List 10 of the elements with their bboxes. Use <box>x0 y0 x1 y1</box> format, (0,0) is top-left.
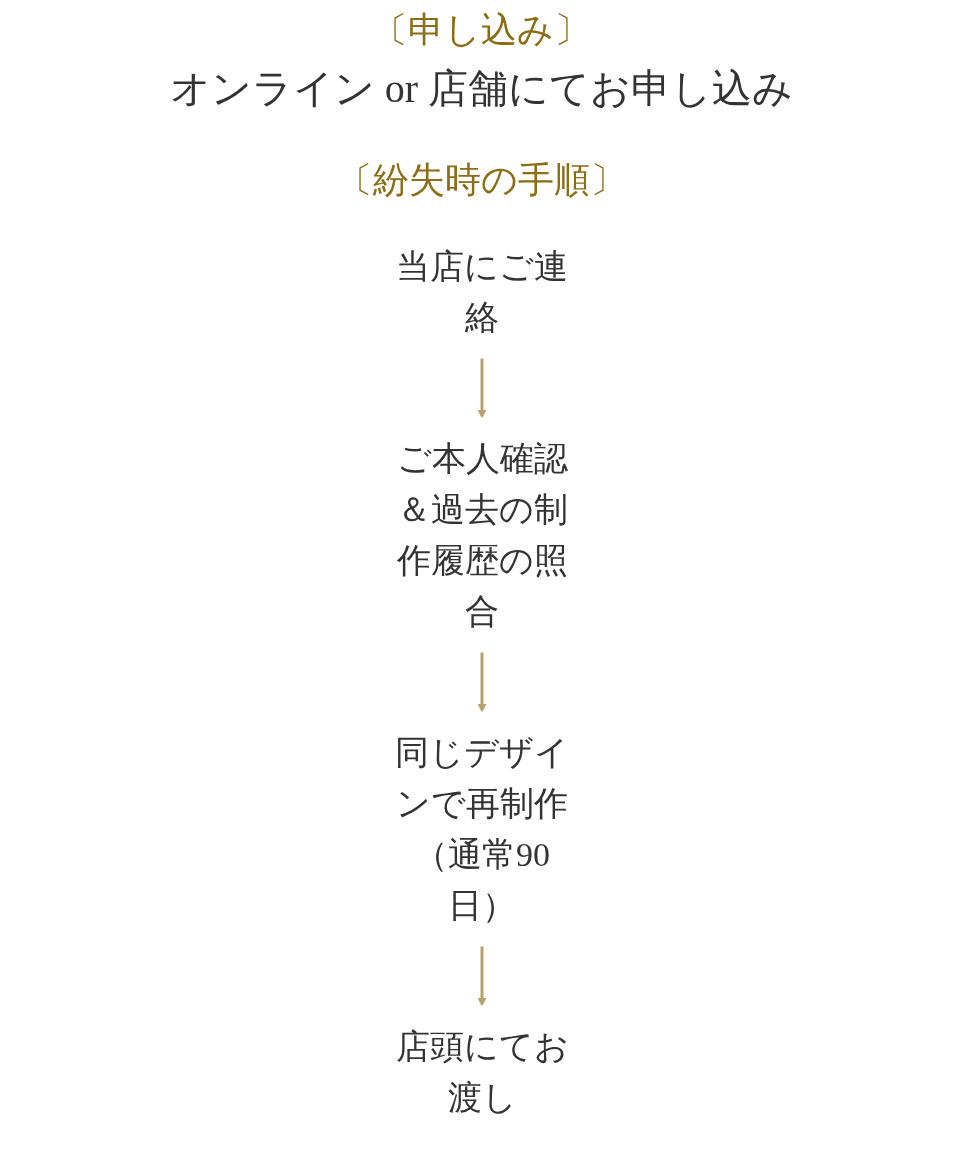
note-text: オンライン or 店舗にてお申し込み <box>169 65 794 113</box>
node-text: 店頭にてお渡し <box>395 1028 568 1116</box>
section-heading: 〔紛失時の手順〕 <box>336 159 627 202</box>
node-text: 当店にご連絡 <box>395 248 568 336</box>
node-text: 同じデザインで再制作（通常90日） <box>394 734 569 924</box>
section-heading: 〔申し込み〕 <box>371 9 592 52</box>
node-text: ご本人確認＆過去の制作履歴の照合 <box>396 440 567 630</box>
arrow <box>477 652 486 713</box>
arrow <box>477 946 486 1007</box>
arrow <box>477 358 486 419</box>
